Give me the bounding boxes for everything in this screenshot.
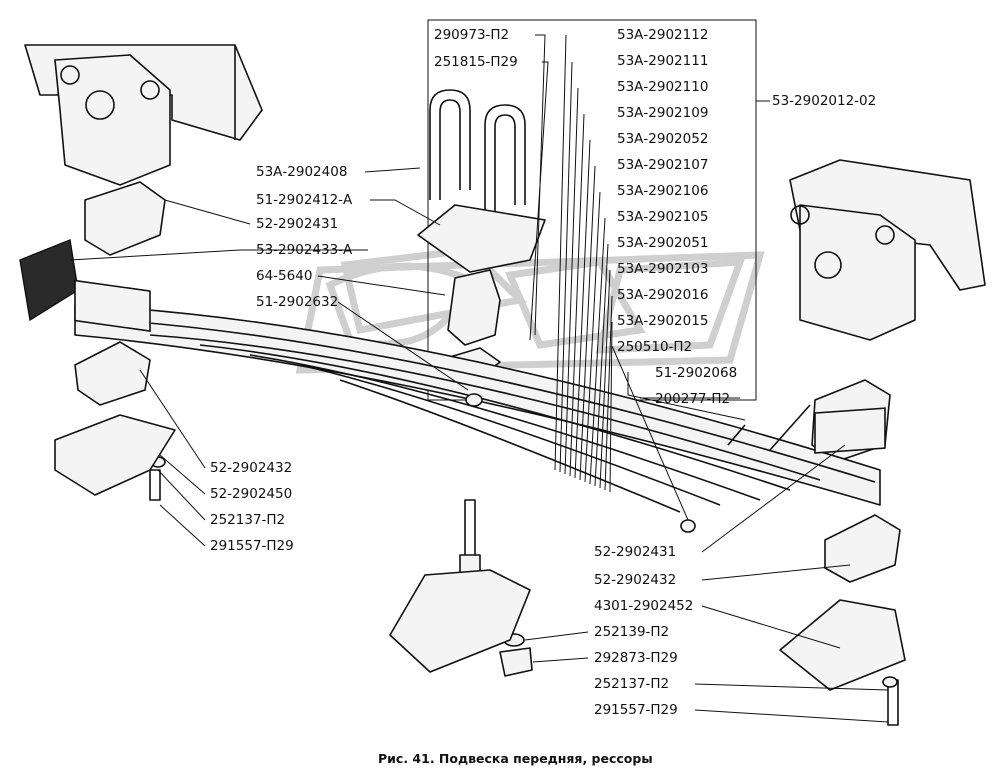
label-52-2902432-right: 52-2902432 (594, 572, 676, 588)
leader-lines (69, 34, 889, 723)
label-64-5640: 64-5640 (256, 268, 312, 284)
label-53a-2902016: 53А-2902016 (617, 287, 708, 303)
label-52-2902432-left: 52-2902432 (210, 460, 292, 476)
label-53a-2902107: 53А-2902107 (617, 157, 708, 173)
label-53a-2902111: 53А-2902111 (617, 53, 708, 69)
label-53a-2902110: 53А-2902110 (617, 79, 708, 95)
part-labels: 290973-П2 251815-П29 53А-2902112 53А-290… (210, 27, 876, 718)
label-291557-p29-left: 291557-П29 (210, 538, 294, 554)
label-51-2902068: 51-2902068 (655, 365, 737, 381)
rear-bracket (789, 159, 986, 341)
label-250510-p2: 250510-П2 (617, 339, 692, 355)
label-53a-2902112: 53А-2902112 (617, 27, 708, 43)
label-292873-p29: 292873-П29 (594, 650, 678, 666)
label-53-2902012-02: 53-2902012-02 (772, 93, 876, 109)
label-53a-2902408: 53А-2902408 (256, 164, 347, 180)
label-252137-p2-left: 252137-П2 (210, 512, 285, 528)
label-251815-p29: 251815-П29 (434, 54, 518, 70)
label-53a-2902105: 53А-2902105 (617, 209, 708, 225)
front-bracket (24, 44, 263, 186)
label-200277-p2: 200277-П2 (655, 391, 730, 407)
label-252139-p2: 252139-П2 (594, 624, 669, 640)
label-53a-2902106: 53А-2902106 (617, 183, 708, 199)
label-52-2902431-top: 52-2902431 (256, 216, 338, 232)
label-290973-p2: 290973-П2 (434, 27, 509, 43)
figure-caption: Рис. 41. Подвеска передняя, рессоры (378, 751, 653, 766)
u-bolts (417, 89, 546, 273)
spring-seats (54, 414, 906, 691)
label-252137-p2-right: 252137-П2 (594, 676, 669, 692)
label-52-2902450: 52-2902450 (210, 486, 292, 502)
label-4301-2902452: 4301-2902452 (594, 598, 693, 614)
label-51-2902632: 51-2902632 (256, 294, 338, 310)
label-53a-2902109: 53А-2902109 (617, 105, 708, 121)
label-51-2902412-a: 51-2902412-А (256, 192, 353, 208)
label-53a-2902052: 53А-2902052 (617, 131, 708, 147)
rubber-pads-left (19, 181, 166, 406)
label-52-2902431-bottom: 52-2902431 (594, 544, 676, 560)
bolts (149, 393, 899, 726)
label-53a-2902103: 53А-2902103 (617, 261, 708, 277)
label-291557-p29-right: 291557-П29 (594, 702, 678, 718)
leaf-spring (74, 279, 886, 513)
label-53a-2902015: 53А-2902015 (617, 313, 708, 329)
label-53-2902433-a: 53-2902433-А (256, 242, 353, 258)
label-53a-2902051: 53А-2902051 (617, 235, 708, 251)
